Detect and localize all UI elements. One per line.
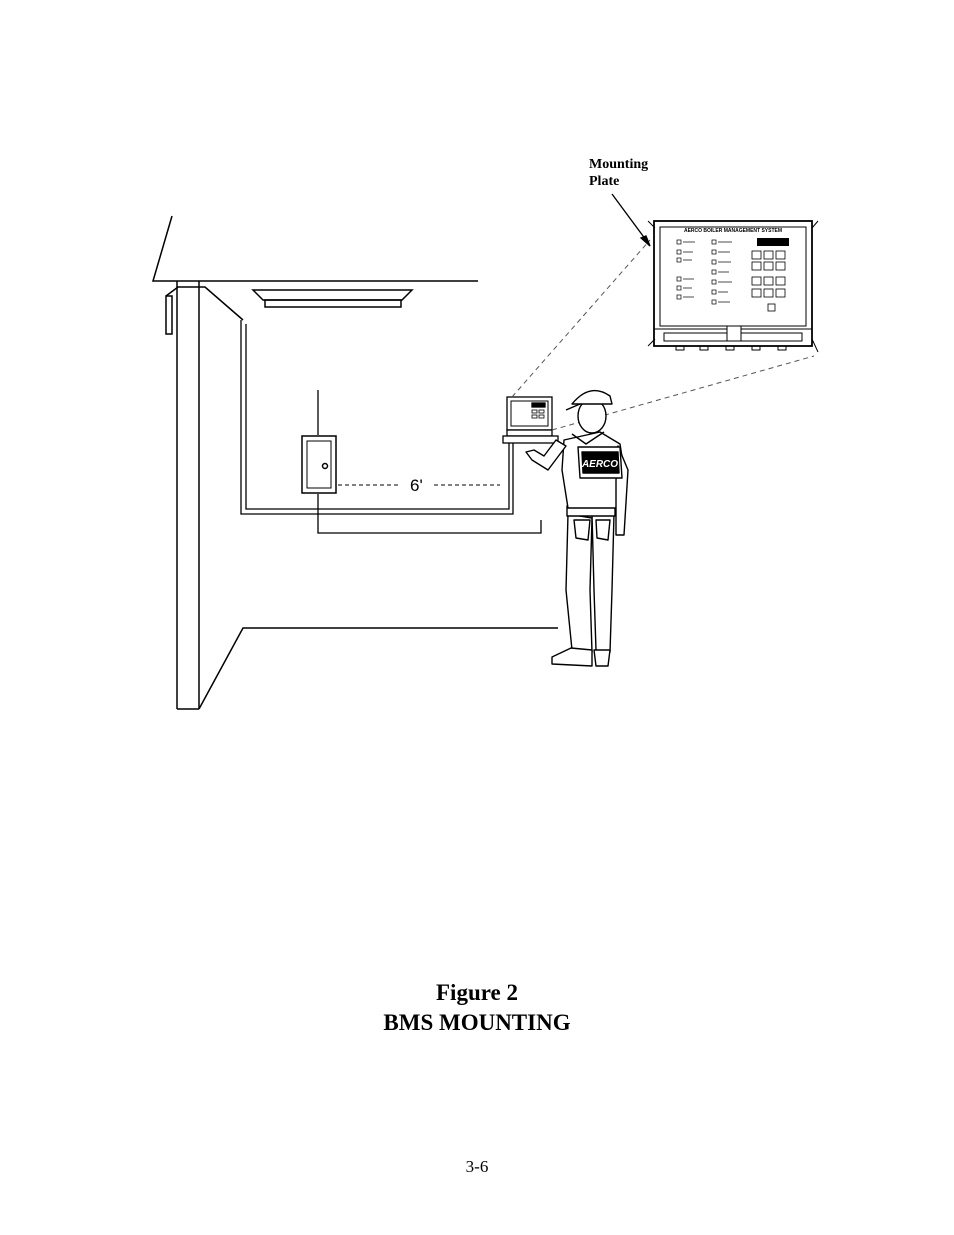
ceiling-slab — [151, 215, 478, 282]
floor-edge — [198, 627, 558, 710]
panel-title: AERCO BOILER MANAGEMENT SYSTEM — [684, 228, 782, 234]
figure-title: BMS MOUNTING — [383, 1010, 571, 1035]
page-number: 3-6 — [465, 1157, 489, 1176]
jacket-logo: AERCO — [581, 459, 618, 470]
conduit — [240, 320, 542, 534]
wall-junction-box — [165, 295, 173, 335]
figure-number: Figure 2 — [436, 980, 518, 1005]
room-structure — [151, 215, 558, 710]
mounting-plate-callout: Mounting Plate — [589, 156, 648, 190]
callout-line-1: Mounting — [589, 157, 649, 172]
corner-bracket — [165, 286, 244, 321]
bms-panel-enlarged: AERCO BOILER MANAGEMENT SYSTEM — [647, 220, 819, 353]
callout-line-2: Plate — [589, 174, 620, 189]
ceiling-light — [251, 289, 414, 308]
dimension-label: 6' — [410, 476, 423, 495]
callout-arrow — [611, 193, 651, 247]
bms-panel-small — [502, 396, 559, 444]
technician — [525, 389, 629, 667]
electrical-box — [301, 435, 337, 494]
